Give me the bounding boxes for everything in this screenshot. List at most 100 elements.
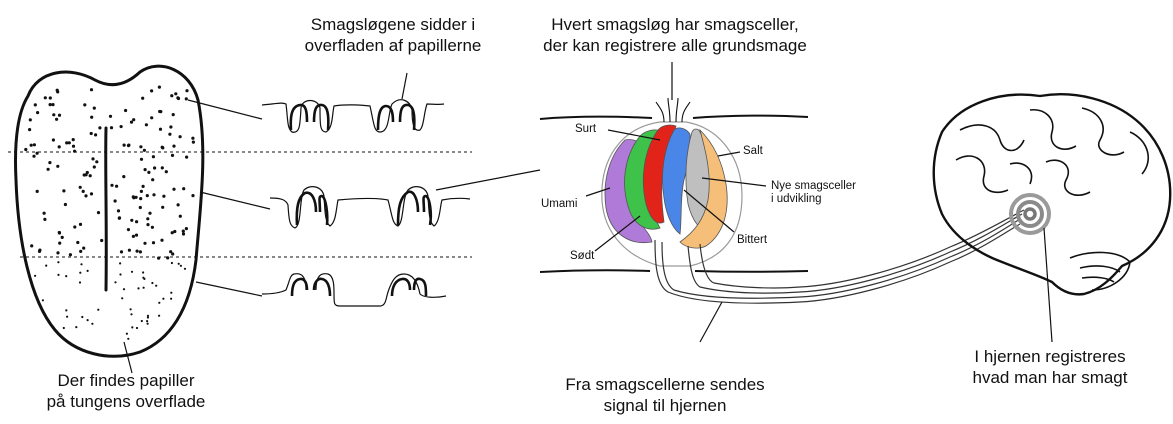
papilla-dot (120, 250, 123, 253)
papilla-dot (64, 203, 67, 206)
papilla-dot (179, 135, 182, 138)
papilla-dot (81, 316, 83, 318)
papilla-dot (141, 97, 144, 100)
papilla-dot (135, 220, 138, 223)
label-line: i udvikling (771, 193, 856, 206)
papilla-dot (58, 114, 61, 117)
papilla-dot (43, 212, 46, 215)
papilla-dot (73, 225, 76, 228)
papilla-dot (110, 184, 113, 187)
papilla-dot (147, 316, 149, 318)
papilla-dot (69, 253, 72, 256)
papilla-dot (58, 145, 61, 148)
papilla-dot (90, 192, 93, 195)
tongue (16, 66, 203, 356)
papilla-dot (65, 141, 68, 144)
bud-surface-line (695, 271, 808, 272)
caption-signal-to-brain: Fra smagscellerne sendes signal til hjer… (545, 374, 785, 416)
papilla-dot (123, 144, 126, 147)
papilla-dot (142, 185, 145, 188)
bud-pore-microvilli (656, 98, 690, 122)
papillae-row-middle (270, 170, 540, 228)
papilla-dot (182, 187, 185, 190)
papilla-dot (109, 115, 112, 118)
papilla-dot (139, 206, 142, 209)
papilla-dot (98, 126, 101, 129)
papilla-dot (146, 320, 148, 322)
papilla-dot (162, 298, 164, 300)
papilla-dot (38, 250, 41, 253)
papilla-dot (146, 194, 149, 197)
papilla-dot (114, 281, 116, 283)
papilla-dot (119, 273, 121, 275)
papilla-dot (57, 261, 59, 263)
papilla-dot (79, 281, 81, 283)
papilla-dot (94, 133, 97, 136)
papilla-dot (79, 250, 82, 253)
papilla-dot (192, 141, 195, 144)
papilla-dot (169, 125, 172, 128)
papilla-dot (177, 203, 180, 206)
papilla-dot (153, 166, 156, 169)
papilla-dot (144, 168, 147, 171)
papilla-dot (61, 236, 64, 239)
papilla-dot (147, 171, 150, 174)
papilla-dot (128, 249, 131, 252)
papilla-dot (148, 212, 151, 215)
label-sodt: Sødt (570, 250, 594, 263)
bud-surface-line (540, 270, 650, 272)
papilla-dot (62, 189, 65, 192)
papilla-dot (127, 144, 130, 147)
papilla-dot (172, 188, 175, 191)
papilla-dot (118, 216, 121, 219)
papilla-dot (174, 92, 177, 95)
papilla-dot (72, 145, 75, 148)
papilla-dot (171, 262, 173, 264)
papilla-dot (80, 263, 82, 265)
papilla-dot (97, 211, 100, 214)
papilla-dot (58, 242, 61, 245)
papilla-dot (146, 223, 149, 226)
papilla-dot (51, 103, 54, 106)
papilla-dot (191, 194, 194, 197)
papilla-dot (141, 320, 143, 322)
papilla-dot (170, 94, 173, 97)
papilla-dot (48, 161, 51, 164)
papilla-dot (95, 160, 98, 163)
papilla-dot (34, 275, 36, 277)
papilla-dot (182, 232, 185, 235)
leader-line-salt (718, 152, 740, 156)
papilla-dot (191, 137, 194, 140)
caption-line: Hvert smagsløg har smagsceller, (520, 14, 830, 35)
label-salt: Salt (743, 145, 763, 158)
papilla-dot (87, 270, 89, 272)
papilla-dot (142, 277, 144, 279)
papilla-dot (140, 190, 143, 193)
papilla-dot (30, 244, 33, 247)
pointer-line-caption-brain (1044, 228, 1052, 342)
pointer-line (124, 342, 132, 373)
papilla-dot (115, 185, 118, 188)
papilla-dot (55, 118, 58, 121)
papilla-dot (120, 125, 123, 128)
papilla-dot (28, 128, 31, 131)
papilla-dot (140, 158, 143, 161)
papilla-dot (152, 155, 155, 158)
papilla-dot (150, 116, 153, 119)
papilla-dot (158, 315, 160, 317)
papilla-dot (180, 265, 182, 267)
papilla-dot (171, 154, 174, 157)
papilla-dot (124, 109, 127, 112)
papilla-dot (131, 271, 133, 273)
pointer-line-caption-nerve (700, 302, 722, 342)
papilla-dot (146, 217, 149, 220)
label-new-cells: Nye smagsceller i udvikling (771, 180, 856, 206)
papilla-dot (76, 241, 79, 244)
papilla-dot (132, 195, 135, 198)
papilla-dot (147, 323, 149, 325)
papilla-dot (123, 288, 125, 290)
papilla-dot (127, 338, 129, 340)
caption-line: I hjernen registreres (940, 346, 1160, 367)
caption-line: der kan registrere alle grundsmage (520, 35, 830, 56)
